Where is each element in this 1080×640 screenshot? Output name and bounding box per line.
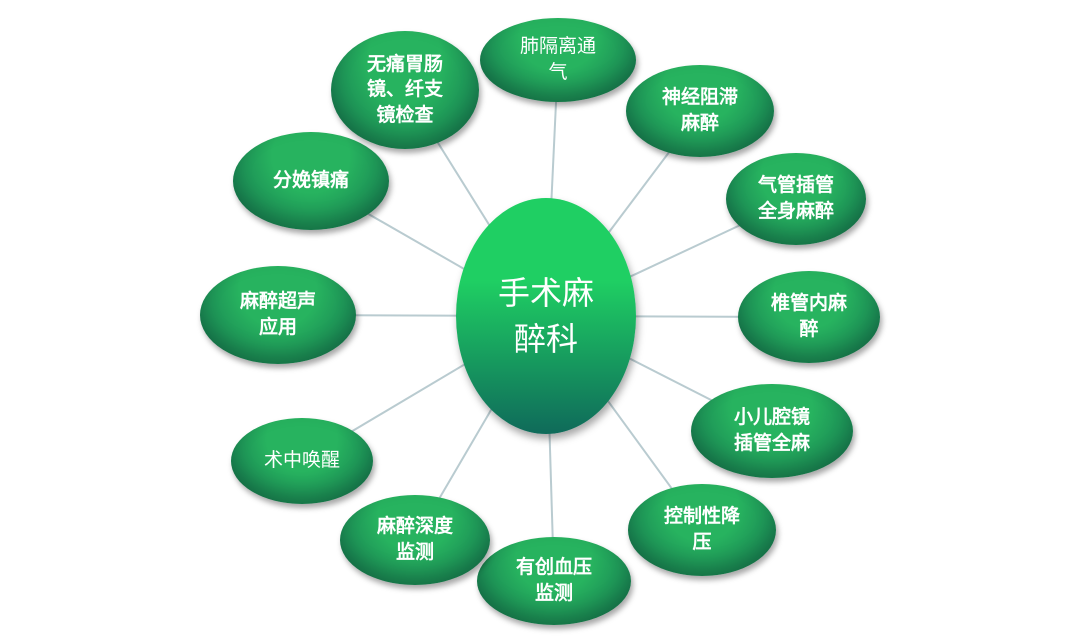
node-invasive-bp: 有创血压 监测 (477, 537, 631, 625)
node-intraop-wakeup: 术中唤醒 (231, 418, 373, 504)
node-ultrasound: 麻醉超声 应用 (200, 266, 356, 364)
node-controlled-hypotension: 控制性降 压 (628, 484, 776, 576)
node-painless-endoscopy: 无痛胃肠 镜、纤支 镜检查 (331, 31, 479, 149)
center-node: 手术麻 醉科 (456, 198, 636, 434)
node-depth-monitoring: 麻醉深度 监测 (340, 495, 490, 585)
node-nerve-block: 神经阻滞 麻醉 (626, 65, 774, 157)
node-labor-analgesia: 分娩镇痛 (233, 132, 389, 230)
node-pediatric-endoscopy: 小儿腔镜 插管全麻 (691, 384, 853, 478)
node-intubation-general: 气管插管 全身麻醉 (726, 153, 866, 245)
node-intraspinal: 椎管内麻 醉 (738, 271, 880, 363)
node-lung-isolation: 肺隔离通 气 (480, 18, 636, 102)
